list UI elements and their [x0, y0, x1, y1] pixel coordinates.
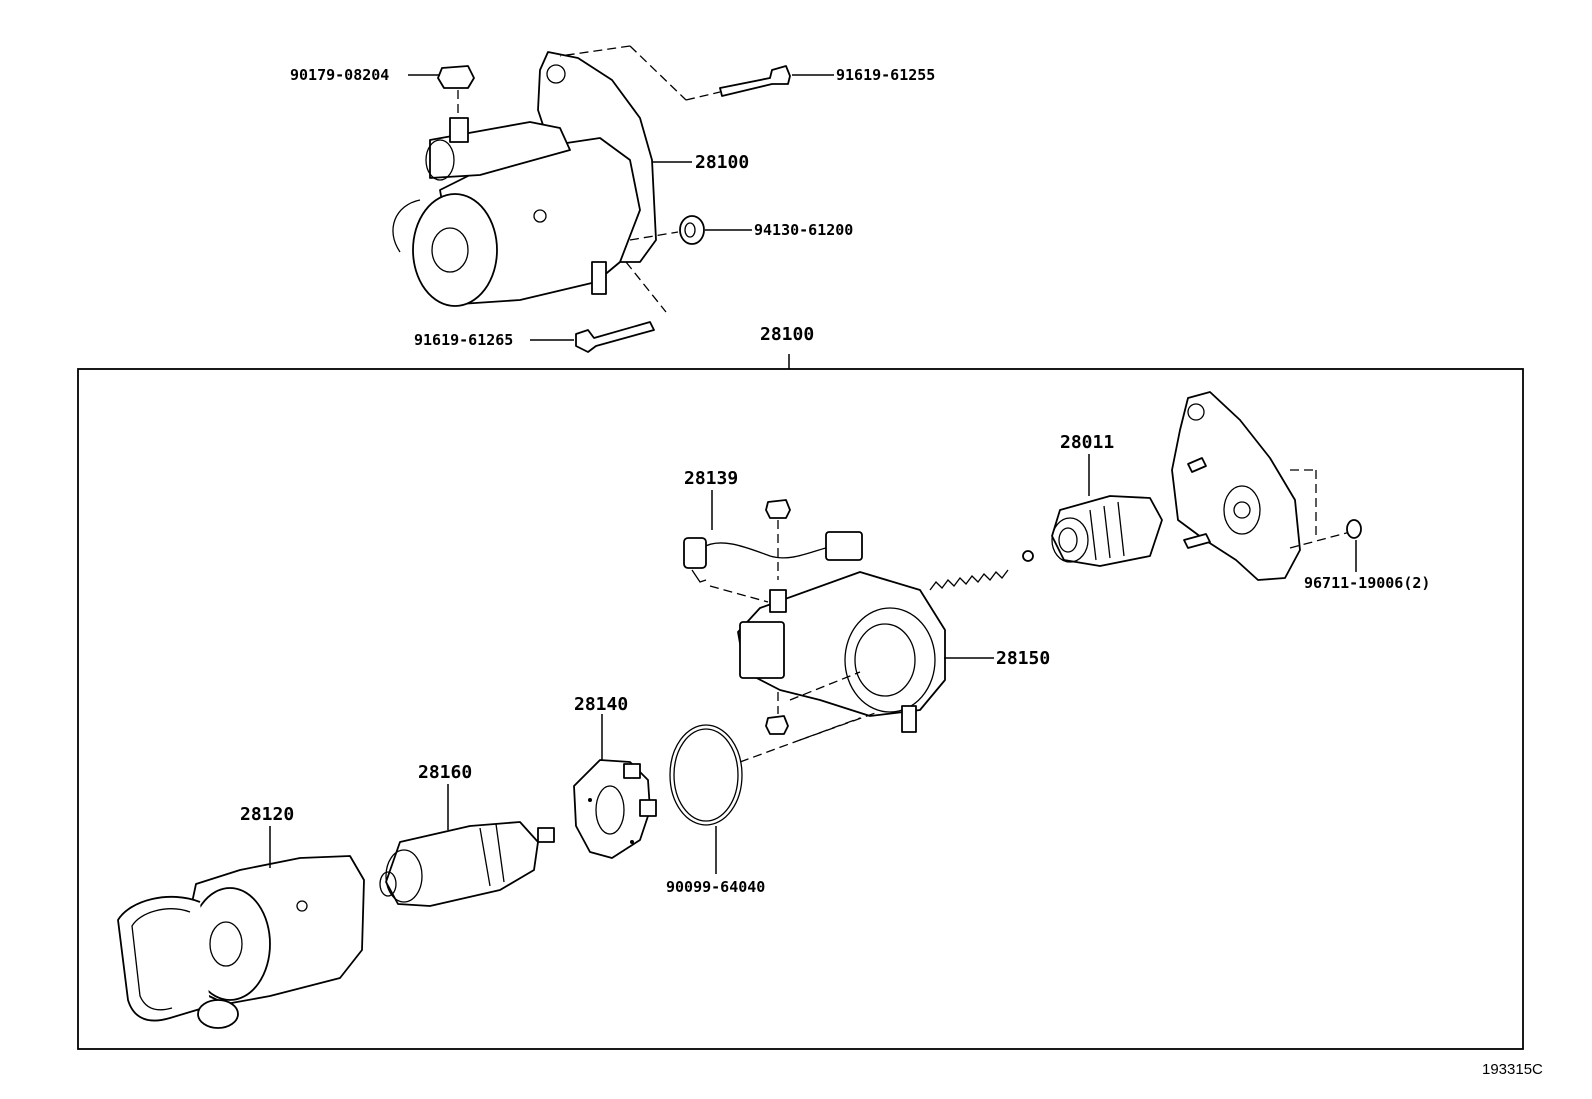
label-yoke: 28120 [240, 804, 294, 825]
label-bottom-bolt: 91619-61265 [414, 331, 513, 349]
armature-part [379, 821, 555, 907]
yoke-part [117, 855, 365, 1029]
starter-assembly-top [392, 51, 657, 307]
exploded-view-frame [77, 368, 1524, 1050]
label-clutch: 28011 [1060, 432, 1114, 453]
plug-part [1346, 519, 1362, 539]
spring-part [929, 550, 1034, 591]
label-washer: 94130-61200 [754, 221, 853, 239]
label-top-bolt: 91619-61255 [836, 66, 935, 84]
diagram-id: 193315C [1482, 1061, 1543, 1078]
nut-housing-top [765, 499, 791, 580]
plate-part [573, 759, 657, 859]
label-plate: 28140 [574, 694, 628, 715]
label-ball: 96711-19006(2) [1304, 574, 1430, 592]
nut-part [437, 65, 475, 116]
label-lead-wire: 28139 [684, 468, 738, 489]
label-assembly-top: 28100 [695, 152, 749, 173]
label-housing: 28150 [996, 648, 1050, 669]
bolt-bottom-part [575, 261, 667, 353]
lead-wire-part [683, 531, 863, 603]
bolt-top-part [559, 45, 791, 101]
housing-part [737, 571, 946, 741]
drive-housing-part [1171, 391, 1351, 581]
label-armature: 28160 [418, 762, 472, 783]
clutch-part [1051, 495, 1163, 567]
o-ring-part [669, 717, 861, 826]
washer-part [629, 215, 705, 245]
label-o-ring: 90099-64040 [666, 878, 765, 896]
label-top-nut: 90179-08204 [290, 66, 389, 84]
label-assembly-box: 28100 [760, 324, 814, 345]
